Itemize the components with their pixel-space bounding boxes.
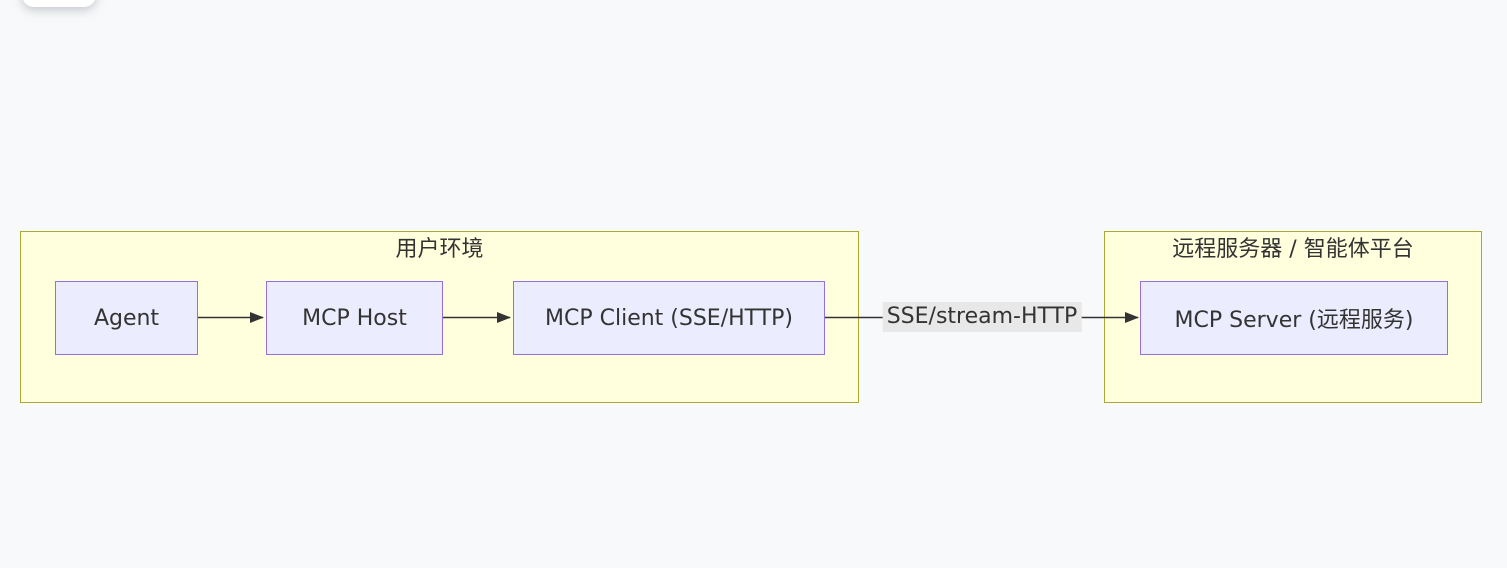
node-agent: Agent: [55, 281, 198, 355]
node-mcp-host-label: MCP Host: [302, 305, 407, 331]
node-mcp-host: MCP Host: [266, 281, 443, 355]
node-mcp-client-label: MCP Client (SSE/HTTP): [545, 305, 793, 331]
node-agent-label: Agent: [93, 305, 160, 331]
node-mcp-client: MCP Client (SSE/HTTP): [513, 281, 825, 355]
node-mcp-server-label: MCP Server (远程服务): [1174, 308, 1414, 333]
cluster-user-environment-title: 用户环境: [395, 237, 484, 262]
partial-overlay-artifact: [22, 0, 96, 7]
node-mcp-server: MCP Server (远程服务): [1140, 281, 1448, 355]
edge-label-sse-stream-http: SSE/stream-HTTP: [882, 302, 1082, 332]
cluster-remote-server-platform-title: 远程服务器 / 智能体平台: [1172, 237, 1414, 262]
